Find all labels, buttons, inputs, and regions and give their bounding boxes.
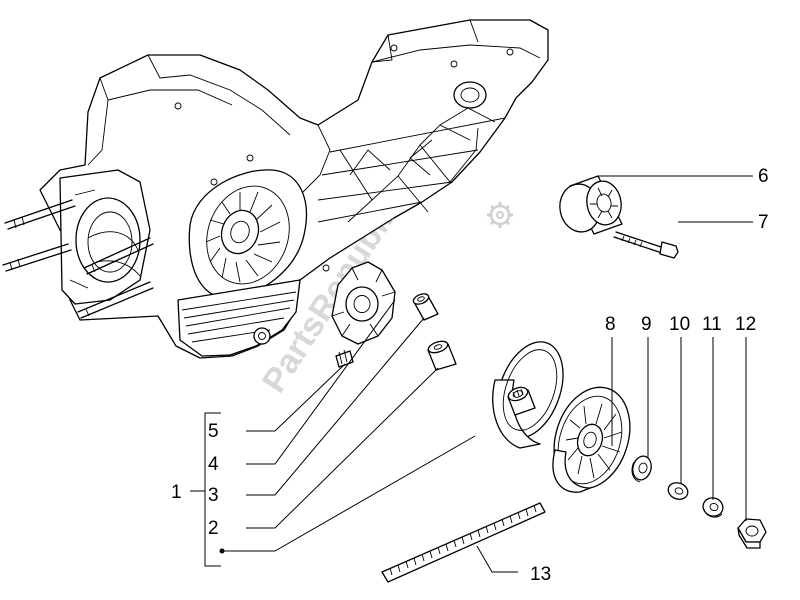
fan-cover <box>188 169 308 299</box>
callout-3: 3 <box>208 485 219 506</box>
cylinder-studs <box>2 199 154 319</box>
callout-12: 12 <box>735 314 756 335</box>
crankcase <box>2 19 549 359</box>
callout-11: 11 <box>702 314 722 335</box>
part-2-bush <box>427 340 457 371</box>
part-9-washer <box>631 455 652 483</box>
callout-13: 13 <box>530 564 551 585</box>
part-7-screw <box>613 231 679 259</box>
callout-6: 6 <box>758 166 769 187</box>
part-12-nut <box>737 518 767 549</box>
part-6-roller <box>559 175 623 235</box>
callout-dot <box>219 548 225 554</box>
leader-lines <box>190 175 753 573</box>
part-4-ramp-plate <box>331 261 396 345</box>
callout-numbers: 1 5 4 3 2 6 7 8 9 10 11 12 13 <box>171 166 769 585</box>
part-8-roller-housing <box>552 386 631 493</box>
part-3-bush <box>412 293 439 321</box>
part-13-belt <box>381 502 546 583</box>
callout-4: 4 <box>208 454 219 475</box>
drive-pulley-half <box>492 341 564 449</box>
callout-5: 5 <box>208 421 219 442</box>
callout-2: 2 <box>208 518 219 539</box>
gear-watermark-icon <box>487 202 513 228</box>
callout-8: 8 <box>605 314 616 335</box>
part-11-washer <box>702 497 724 518</box>
callout-10: 10 <box>669 314 690 335</box>
part-10-washer <box>667 482 689 500</box>
callout-7: 7 <box>758 212 769 233</box>
callout-1: 1 <box>171 482 182 503</box>
callout-9: 9 <box>641 314 652 335</box>
